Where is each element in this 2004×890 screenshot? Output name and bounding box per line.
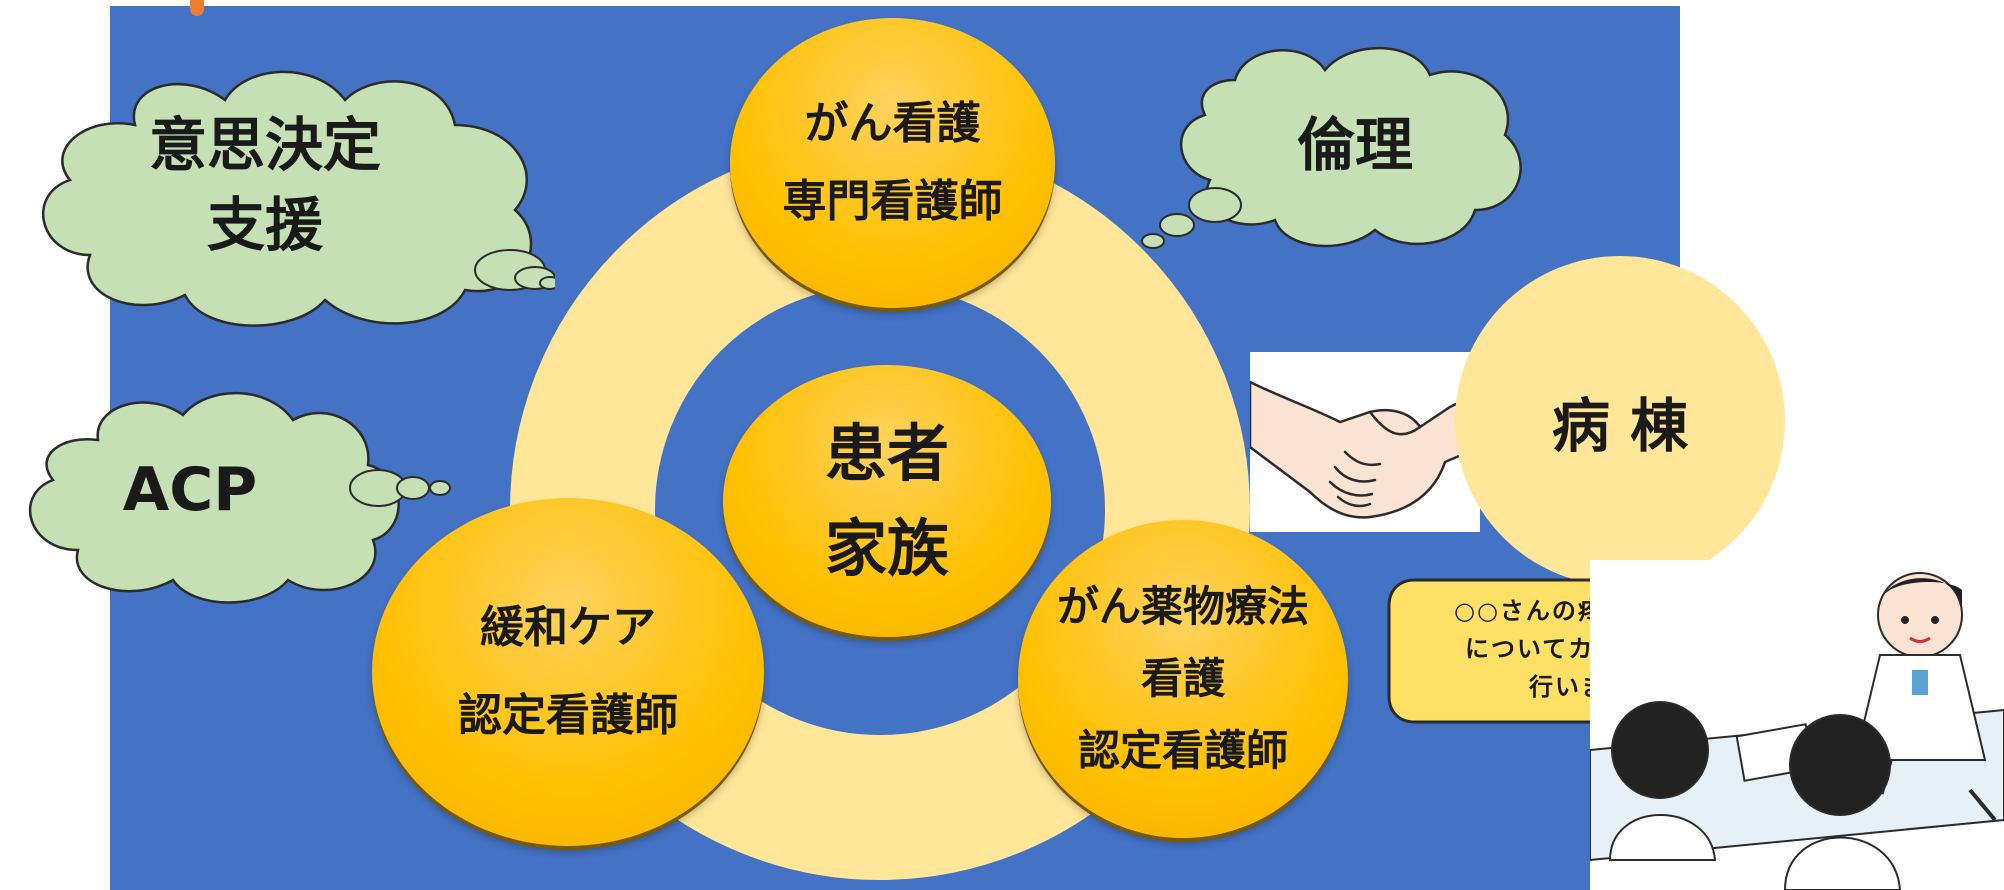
role-palliative-cn: 緩和ケア 認定看護師 [372, 498, 764, 846]
cloud-ethics [1141, 46, 1522, 249]
center-line2: 家族 [824, 512, 949, 585]
role-top-line1: がん看護 [804, 98, 981, 149]
cloud-ethics-label: 倫理 [1240, 90, 1470, 190]
corner-marker [190, 0, 204, 16]
cloud-acp-text: ACP [122, 455, 258, 525]
role-oncology-cns: がん看護 専門看護師 [730, 18, 1055, 308]
cloud-acp [28, 391, 451, 604]
role-chemotherapy-cn: がん薬物療法 看護 認定看護師 [1018, 520, 1348, 838]
cloud-acp-label: ACP [75, 440, 305, 540]
handshake-icon [1250, 380, 1480, 519]
ward-label: 病 棟 [1551, 392, 1689, 460]
role-right-line2: 看護 [1140, 654, 1225, 703]
role-left-line1: 緩和ケア [480, 602, 656, 653]
cloud-decision-label: 意思決定 支援 [90, 105, 440, 265]
center-line1: 患者 [824, 417, 949, 490]
role-right-line1: がん薬物療法 [1056, 582, 1309, 631]
nurse-conference-icon [1590, 560, 2004, 890]
ward-circle: 病 棟 [1455, 256, 1785, 586]
cloud-decision-support [42, 70, 555, 327]
center-patient-family: 患者 家族 [723, 365, 1051, 637]
role-top-line2: 専門看護師 [782, 176, 1003, 227]
role-left-line2: 認定看護師 [458, 690, 678, 741]
cloud-decision-line1: 意思決定 [148, 111, 381, 179]
cloud-ethics-text: 倫理 [1296, 111, 1413, 179]
role-right-line3: 認定看護師 [1077, 726, 1288, 775]
cloud-decision-line2: 支援 [206, 191, 323, 259]
